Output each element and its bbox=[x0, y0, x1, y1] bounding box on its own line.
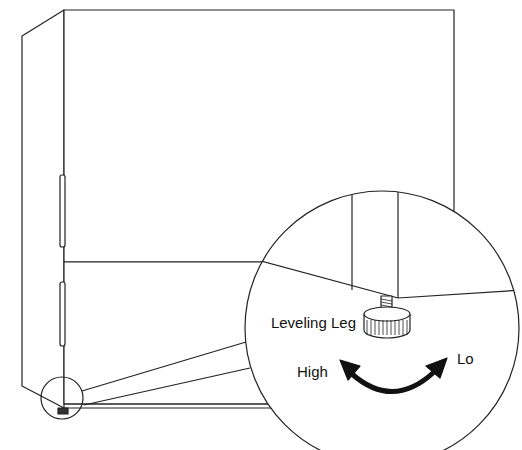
cabinet-bottom bbox=[398, 290, 522, 298]
cabinet-edge bbox=[351, 185, 352, 290]
knurl-line bbox=[403, 320, 404, 335]
knurl-line bbox=[375, 320, 376, 335]
lower-handle bbox=[60, 282, 65, 346]
knurl-line bbox=[383, 320, 384, 335]
cabinet-edge bbox=[397, 185, 398, 298]
cabinet-side bbox=[22, 10, 64, 408]
cabinet-bottom bbox=[250, 258, 398, 298]
knurl-line bbox=[387, 320, 388, 335]
knurl-line bbox=[371, 320, 372, 335]
knurl-line bbox=[391, 320, 392, 335]
arrowhead-high bbox=[340, 360, 360, 380]
part-label: Leveling Leg bbox=[269, 314, 358, 332]
part-label: High bbox=[295, 363, 330, 381]
magnified-view bbox=[245, 191, 519, 450]
knurl-line bbox=[407, 320, 408, 335]
knurl-line bbox=[399, 320, 400, 335]
leader-line bbox=[84, 368, 250, 405]
rotation-arrow bbox=[352, 372, 434, 392]
leveling-foot-top bbox=[364, 307, 410, 321]
foot bbox=[58, 408, 68, 414]
part-label: Lo bbox=[455, 350, 476, 368]
knurl-line bbox=[395, 320, 396, 335]
upper-handle bbox=[60, 175, 65, 247]
knurl-line bbox=[367, 320, 368, 335]
arrowhead-lo bbox=[426, 358, 447, 378]
leader-line bbox=[82, 342, 246, 391]
knurl-line bbox=[379, 320, 380, 335]
callout-circle bbox=[41, 377, 83, 419]
